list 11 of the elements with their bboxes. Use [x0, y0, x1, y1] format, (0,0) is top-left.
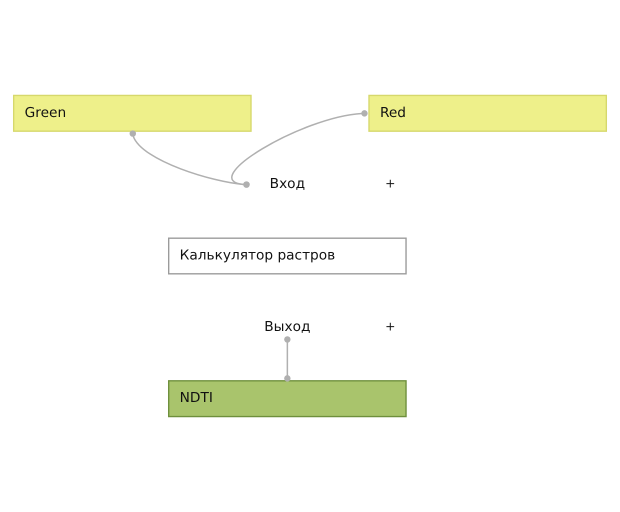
node-text: Вход — [270, 176, 306, 192]
label: + — [385, 319, 396, 334]
node-box: NDTI — [168, 380, 407, 418]
connector — [231, 110, 368, 188]
node-text: Выход — [264, 318, 310, 335]
label: + — [385, 176, 396, 191]
node-box: Калькулятор растров — [168, 237, 407, 275]
connector — [284, 336, 291, 382]
node-box: Red — [368, 94, 608, 132]
node-box: Green — [12, 94, 252, 132]
connector — [130, 130, 250, 188]
